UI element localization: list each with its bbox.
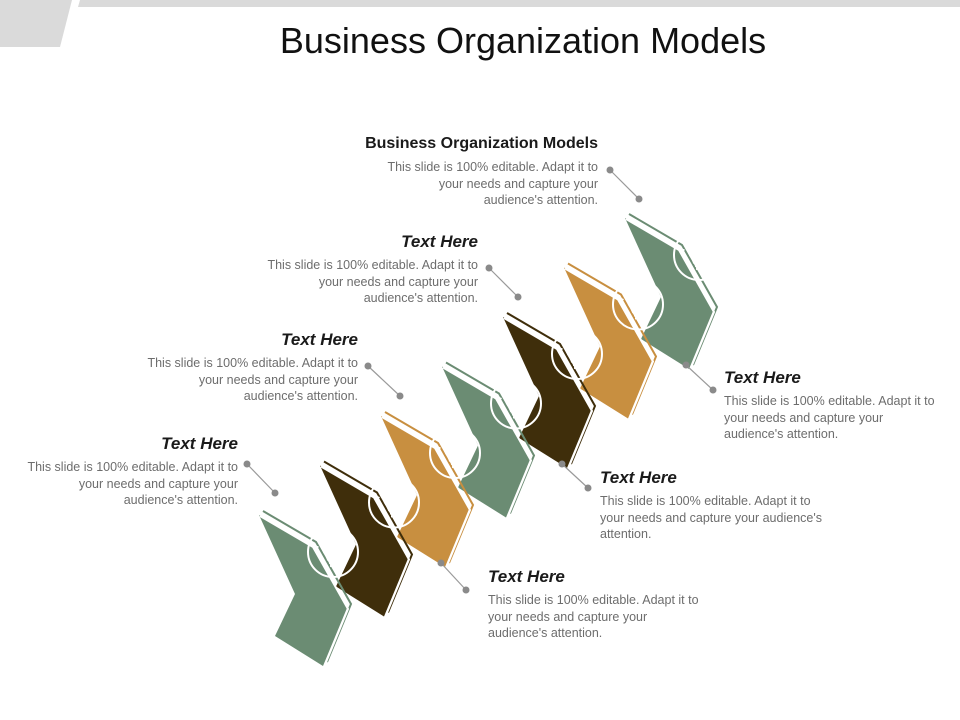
lightbulb-icon: [612, 278, 664, 331]
step-1: [259, 510, 359, 668]
step-edge-gap: [259, 515, 350, 668]
connector-1: [243, 460, 279, 497]
slide-title: Business Organization Models: [279, 20, 767, 61]
step-2: [320, 460, 420, 618]
label-step-7: Business Organization Models This slide …: [318, 134, 598, 209]
connector-5: [485, 264, 522, 301]
label-heading: Text Here: [600, 468, 677, 487]
connector-4: [558, 460, 592, 492]
label-step-2: Text Here This slide is 100% editable. A…: [488, 567, 703, 642]
step-chevron: [442, 366, 530, 518]
top-decorative-bar: [0, 0, 960, 47]
lightbulb-icon: [490, 377, 542, 430]
connector-3: [364, 362, 404, 400]
step-edge-gap: [320, 465, 411, 618]
label-body: This slide is 100% editable. Adapt it to…: [724, 394, 935, 441]
connector-7: [606, 166, 643, 203]
label-step-6: Text Here This slide is 100% editable. A…: [724, 368, 942, 443]
step-edge-gap: [503, 317, 594, 470]
label-heading: Text Here: [281, 330, 358, 349]
label-body: This slide is 100% editable. Adapt it to…: [387, 160, 598, 207]
label-heading: Text Here: [724, 368, 801, 387]
step-5: [503, 312, 603, 470]
step-edge-gap: [442, 366, 533, 519]
label-body: This slide is 100% editable. Adapt it to…: [27, 460, 238, 507]
label-body: This slide is 100% editable. Adapt it to…: [267, 258, 478, 305]
label-step-3: Text Here This slide is 100% editable. A…: [140, 330, 358, 405]
lightbulb-icon: [673, 229, 725, 281]
lightbulb-icon: [429, 427, 481, 479]
step-4: [442, 361, 542, 519]
lightbulb-icon: [307, 526, 359, 578]
step-chevron: [564, 267, 652, 419]
step-chevron: [503, 317, 591, 468]
step-3: [381, 411, 481, 569]
label-step-1: Text Here This slide is 100% editable. A…: [20, 434, 238, 509]
step-chevron: [320, 465, 408, 617]
label-heading: Text Here: [488, 567, 565, 586]
lightbulb-icon: [368, 476, 420, 529]
label-body: This slide is 100% editable. Adapt it to…: [488, 593, 699, 640]
step-edge-gap: [625, 218, 716, 371]
label-step-4: Text Here This slide is 100% editable. A…: [600, 468, 824, 543]
connector-6: [682, 361, 717, 394]
step-edge-gap: [564, 267, 655, 420]
label-step-5: Text Here This slide is 100% editable. A…: [260, 232, 478, 307]
lightbulb-icon: [551, 328, 603, 380]
step-6: [564, 262, 664, 420]
step-chevron: [259, 515, 347, 666]
label-body: This slide is 100% editable. Adapt it to…: [147, 356, 358, 403]
step-7: [625, 213, 725, 371]
label-heading: Text Here: [401, 232, 478, 251]
step-chevron: [625, 218, 713, 369]
label-heading: Business Organization Models: [365, 135, 598, 152]
label-heading: Text Here: [161, 434, 238, 453]
connector-2: [437, 559, 470, 594]
label-body: This slide is 100% editable. Adapt it to…: [600, 494, 822, 541]
step-edge-gap: [381, 416, 472, 569]
step-chevron: [381, 416, 469, 567]
